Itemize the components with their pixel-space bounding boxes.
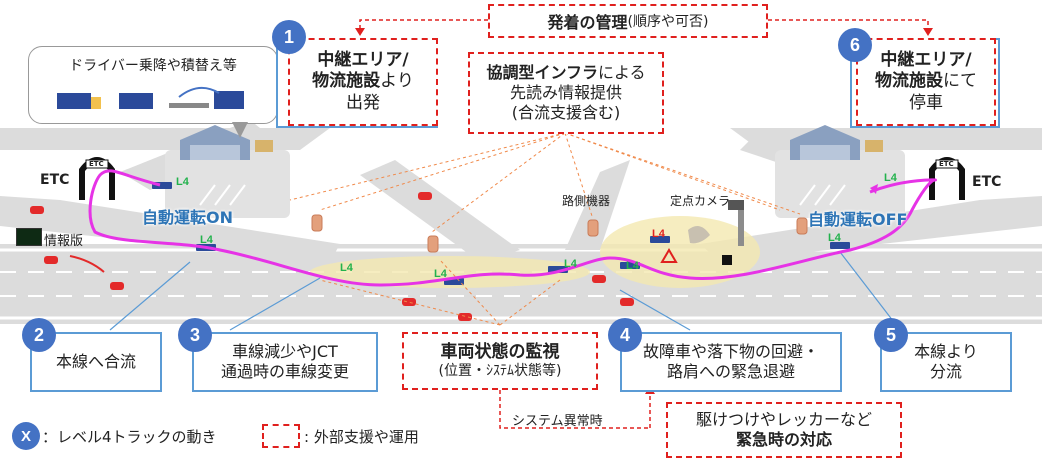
truck-transfer-icon [57, 86, 244, 109]
infra-line3: (合流支援含む) [511, 103, 621, 122]
l4-tag: L4 [884, 172, 897, 184]
info-board-icon [16, 228, 42, 246]
right-ramp [700, 196, 1042, 262]
jct-road [360, 160, 520, 262]
step1-badge: 1 [272, 20, 306, 54]
step2-text: 本線へ合流 [55, 352, 136, 371]
facility-right-pad [775, 150, 905, 218]
l4-tag: L4 [626, 260, 639, 272]
infra-line2: 先読み情報提供 [509, 83, 622, 102]
step6-line3: 停車 [909, 92, 943, 113]
legend-item-l4-motion: ：レベル4トラックの動き [42, 428, 217, 446]
fixed-camera-label: 定点カメラ [670, 194, 731, 208]
step1-line1: 中継エリア/ [317, 50, 409, 71]
cooperative-infra-box: 協調型インフラによる 先読み情報提供 (合流支援含む) [468, 52, 664, 134]
step4-badge: 4 [608, 318, 642, 352]
etc-gate-right-sign: ETC [939, 160, 954, 168]
step5-line1: 本線より [914, 342, 978, 361]
l4-tag: L4 [564, 258, 577, 270]
step5-badge: 5 [874, 318, 908, 352]
l4-tag: L4 [340, 262, 353, 274]
etc-left-label: ETC [40, 172, 70, 188]
etc-right-label: ETC [972, 174, 1002, 190]
step6-facility: 物流施設 [875, 71, 943, 92]
step1-line3: 出発 [346, 92, 380, 113]
infra-zone-glow [310, 256, 590, 288]
step5-line2: 分流 [929, 362, 962, 381]
step4-line1: 故障車や落下物の回避・ [642, 342, 819, 361]
autonomous-off-label: 自動運転OFF [808, 210, 908, 229]
l4-tag: L4 [176, 176, 189, 188]
l4-tag: L4 [434, 268, 447, 280]
step6-badge: 6 [838, 28, 872, 62]
step4-line2: 路肩への緊急退避 [666, 362, 795, 381]
vehicle-monitoring-box: 車両状態の監視 (位置・ｼｽﾃﾑ状態等) [402, 332, 598, 390]
departure-arrival-management-box: 発着の管理 (順序や可否) [488, 4, 768, 38]
management-title: 発着の管理 [547, 13, 628, 32]
emergency-response-box: 駆けつけやレッカーなど 緊急時の対応 [666, 402, 902, 458]
roadside-device-label: 路側機器 [562, 194, 611, 208]
fallen-object-icon [722, 255, 732, 265]
step1-particle: より [380, 71, 414, 92]
step6-stop-box: 中継エリア/ 物流施設にて 停車 [856, 38, 996, 126]
step3-line1: 車線減少やJCT [232, 342, 338, 361]
step4-box: 故障車や落下物の回避・ 路肩への緊急退避 [620, 332, 842, 392]
etc-gate-right-icon [929, 157, 965, 200]
driver-transfer-callout: ドライバー乗降や積替え等 [28, 46, 278, 124]
monitor-subtitle: (位置・ｼｽﾃﾑ状態等) [438, 362, 562, 379]
warning-triangle-icon [660, 248, 678, 263]
step3-badge: 3 [178, 318, 212, 352]
emergency-title: 緊急時の対応 [735, 430, 832, 449]
l4-tag: L4 [200, 234, 213, 246]
emergency-line1: 駆けつけやレッカーなど [695, 410, 872, 429]
autonomous-on-label: 自動運転ON [142, 208, 233, 227]
legend-badge: X [12, 422, 40, 450]
level4-truck-route [88, 169, 937, 287]
step6-particle: にて [943, 71, 977, 92]
facility-left-pad [165, 150, 290, 218]
step3-line2: 通過時の車線変更 [220, 362, 349, 381]
info-board-label: 情報版 [44, 234, 84, 249]
step3-box: 車線減少やJCT 通過時の車線変更 [192, 332, 378, 392]
etc-gate-left-sign: ETC [89, 160, 104, 168]
callout-pointer [232, 122, 248, 138]
l4-tag: L4 [828, 232, 841, 244]
infra-title: 協調型インフラ [486, 63, 598, 82]
infra-particle: による [598, 63, 646, 82]
l4-tag: L4 [652, 228, 665, 240]
camera-pole [738, 210, 744, 246]
step1-departure-box: 中継エリア/ 物流施設より 出発 [288, 38, 438, 126]
driver-transfer-label: ドライバー乗降や積替え等 [69, 58, 237, 74]
legend-item-external-support: : 外部支援や運用 [304, 428, 419, 446]
camera-zone-glow [600, 216, 760, 288]
system-error-label: システム異常時 [512, 414, 603, 429]
left-ramp [0, 196, 340, 262]
legend-dashed-box-icon [262, 424, 300, 448]
monitor-title: 車両状態の監視 [440, 341, 560, 362]
management-subtitle: (順序や可否) [627, 14, 709, 30]
step2-badge: 2 [22, 318, 56, 352]
step1-facility: 物流施設 [312, 71, 381, 92]
warehouse-right-icon [790, 125, 883, 160]
step6-line1: 中継エリア/ [880, 50, 972, 71]
